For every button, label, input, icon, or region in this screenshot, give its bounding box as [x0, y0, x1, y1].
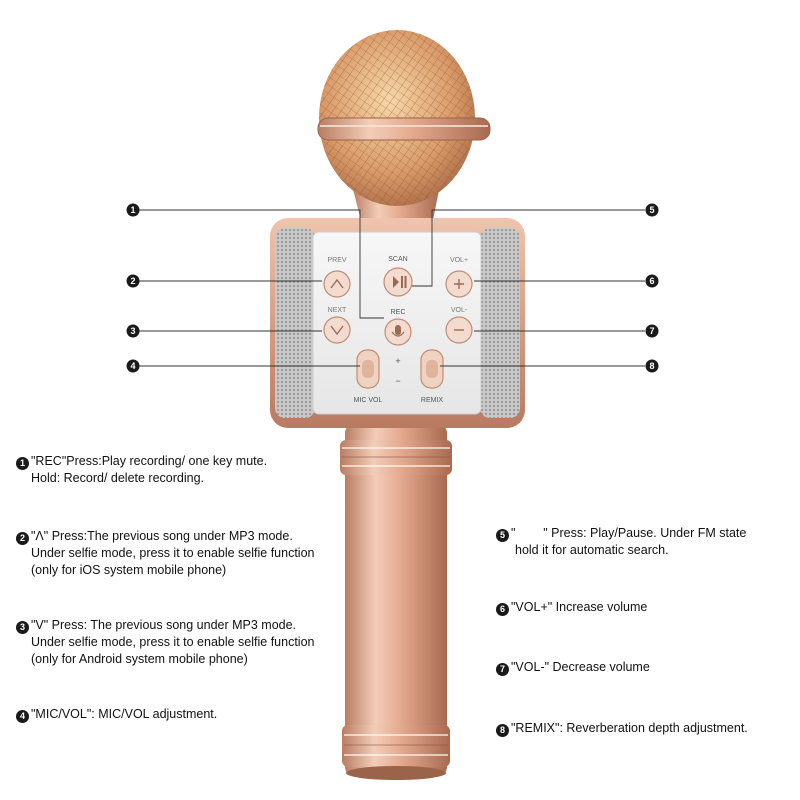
callout-2: 2 — [126, 274, 140, 288]
description-3-line-2: Under selfie mode, press it to enable se… — [31, 635, 315, 649]
control-body — [270, 218, 525, 428]
callout-5: 5 — [645, 203, 659, 217]
description-6: 6"VOL+" Increase volume — [496, 599, 647, 616]
mic-vol-knob[interactable] — [356, 349, 380, 389]
callout-1: 1 — [126, 203, 140, 217]
callout-4-number: 4 — [130, 361, 135, 371]
description-8-line-1: "REMIX": Reverberation depth adjustment. — [511, 721, 748, 735]
callout-8-number: 8 — [649, 361, 654, 371]
control-buttons: PREV SCAN VOL+ NEXT REC VOL- — [323, 256, 473, 404]
vol-minus-label: VOL- — [451, 307, 468, 314]
description-4-number: 4 — [16, 710, 29, 723]
next-button[interactable] — [323, 316, 351, 344]
callout-3: 3 — [126, 324, 140, 338]
remix-label: REMIX — [421, 397, 444, 404]
description-5-line-1: " " Press: Play/Pause. Under FM state — [511, 526, 747, 540]
next-label: NEXT — [328, 307, 347, 314]
vol-minus-button[interactable] — [445, 316, 473, 344]
description-7-line-1: "VOL-" Decrease volume — [511, 660, 650, 674]
description-2-line-2: Under selfie mode, press it to enable se… — [31, 546, 315, 560]
description-1-line-2: Hold: Record/ delete recording. — [31, 471, 205, 485]
vol-plus-button[interactable] — [445, 270, 473, 298]
callout-7-number: 7 — [649, 326, 654, 336]
description-2: 2"Λ" Press:The previous song under MP3 m… — [16, 528, 315, 579]
callout-5-number: 5 — [649, 205, 654, 215]
callout-4: 4 — [126, 359, 140, 373]
description-3: 3"V" Press: The previous song under MP3 … — [16, 617, 315, 668]
callout-1-number: 1 — [130, 205, 135, 215]
callout-6: 6 — [645, 274, 659, 288]
remix-knob[interactable] — [420, 349, 444, 389]
description-3-line-1: "V" Press: The previous song under MP3 m… — [31, 618, 297, 632]
description-6-line-1: "VOL+" Increase volume — [511, 600, 648, 614]
description-5-line-2: hold it for automatic search. — [515, 543, 669, 557]
vol-plus-label: VOL+ — [450, 257, 468, 264]
rec-label: REC — [391, 309, 406, 316]
mic-grill — [317, 30, 491, 206]
description-3-line-3: (only for Android system mobile phone) — [31, 652, 248, 666]
description-6-number: 6 — [496, 603, 509, 616]
callout-8: 8 — [645, 359, 659, 373]
callouts: 1 2 3 4 5 6 7 8 — [126, 203, 659, 373]
mic-vol-label: MIC VOL — [354, 397, 383, 404]
scan-label: SCAN — [388, 256, 407, 263]
description-1: 1"REC"Press:Play recording/ one key mute… — [16, 453, 267, 487]
description-2-line-1: "Λ" Press:The previous song under MP3 mo… — [31, 529, 293, 543]
callout-3-number: 3 — [130, 326, 135, 336]
mic-handle — [340, 425, 452, 780]
leader-line-5 — [412, 209, 645, 287]
callout-2-number: 2 — [130, 276, 135, 286]
description-5: 5" " Press: Play/Pause. Under FM state h… — [496, 525, 746, 559]
description-8-number: 8 — [496, 724, 509, 737]
description-3-number: 3 — [16, 621, 29, 634]
leader-line-1 — [139, 209, 384, 319]
rec-button[interactable] — [384, 318, 412, 346]
description-7-number: 7 — [496, 663, 509, 676]
description-4-line-1: "MIC/VOL": MIC/VOL adjustment. — [31, 707, 218, 721]
description-1-line-1: "REC"Press:Play recording/ one key mute. — [31, 454, 268, 468]
description-2-number: 2 — [16, 532, 29, 545]
description-5-number: 5 — [496, 529, 509, 542]
leader-lines — [139, 209, 645, 367]
callout-7: 7 — [645, 324, 659, 338]
description-4: 4"MIC/VOL": MIC/VOL adjustment. — [16, 706, 217, 723]
callout-6-number: 6 — [649, 276, 654, 286]
minus-sign: − — [395, 376, 400, 386]
description-7: 7"VOL-" Decrease volume — [496, 659, 650, 676]
description-1-number: 1 — [16, 457, 29, 470]
plus-sign: + — [395, 356, 400, 366]
play-pause-button[interactable] — [383, 267, 413, 297]
prev-label: PREV — [327, 257, 346, 264]
prev-button[interactable] — [323, 270, 351, 298]
description-8: 8"REMIX": Reverberation depth adjustment… — [496, 720, 748, 737]
description-2-line-3: (only for iOS system mobile phone) — [31, 563, 227, 577]
